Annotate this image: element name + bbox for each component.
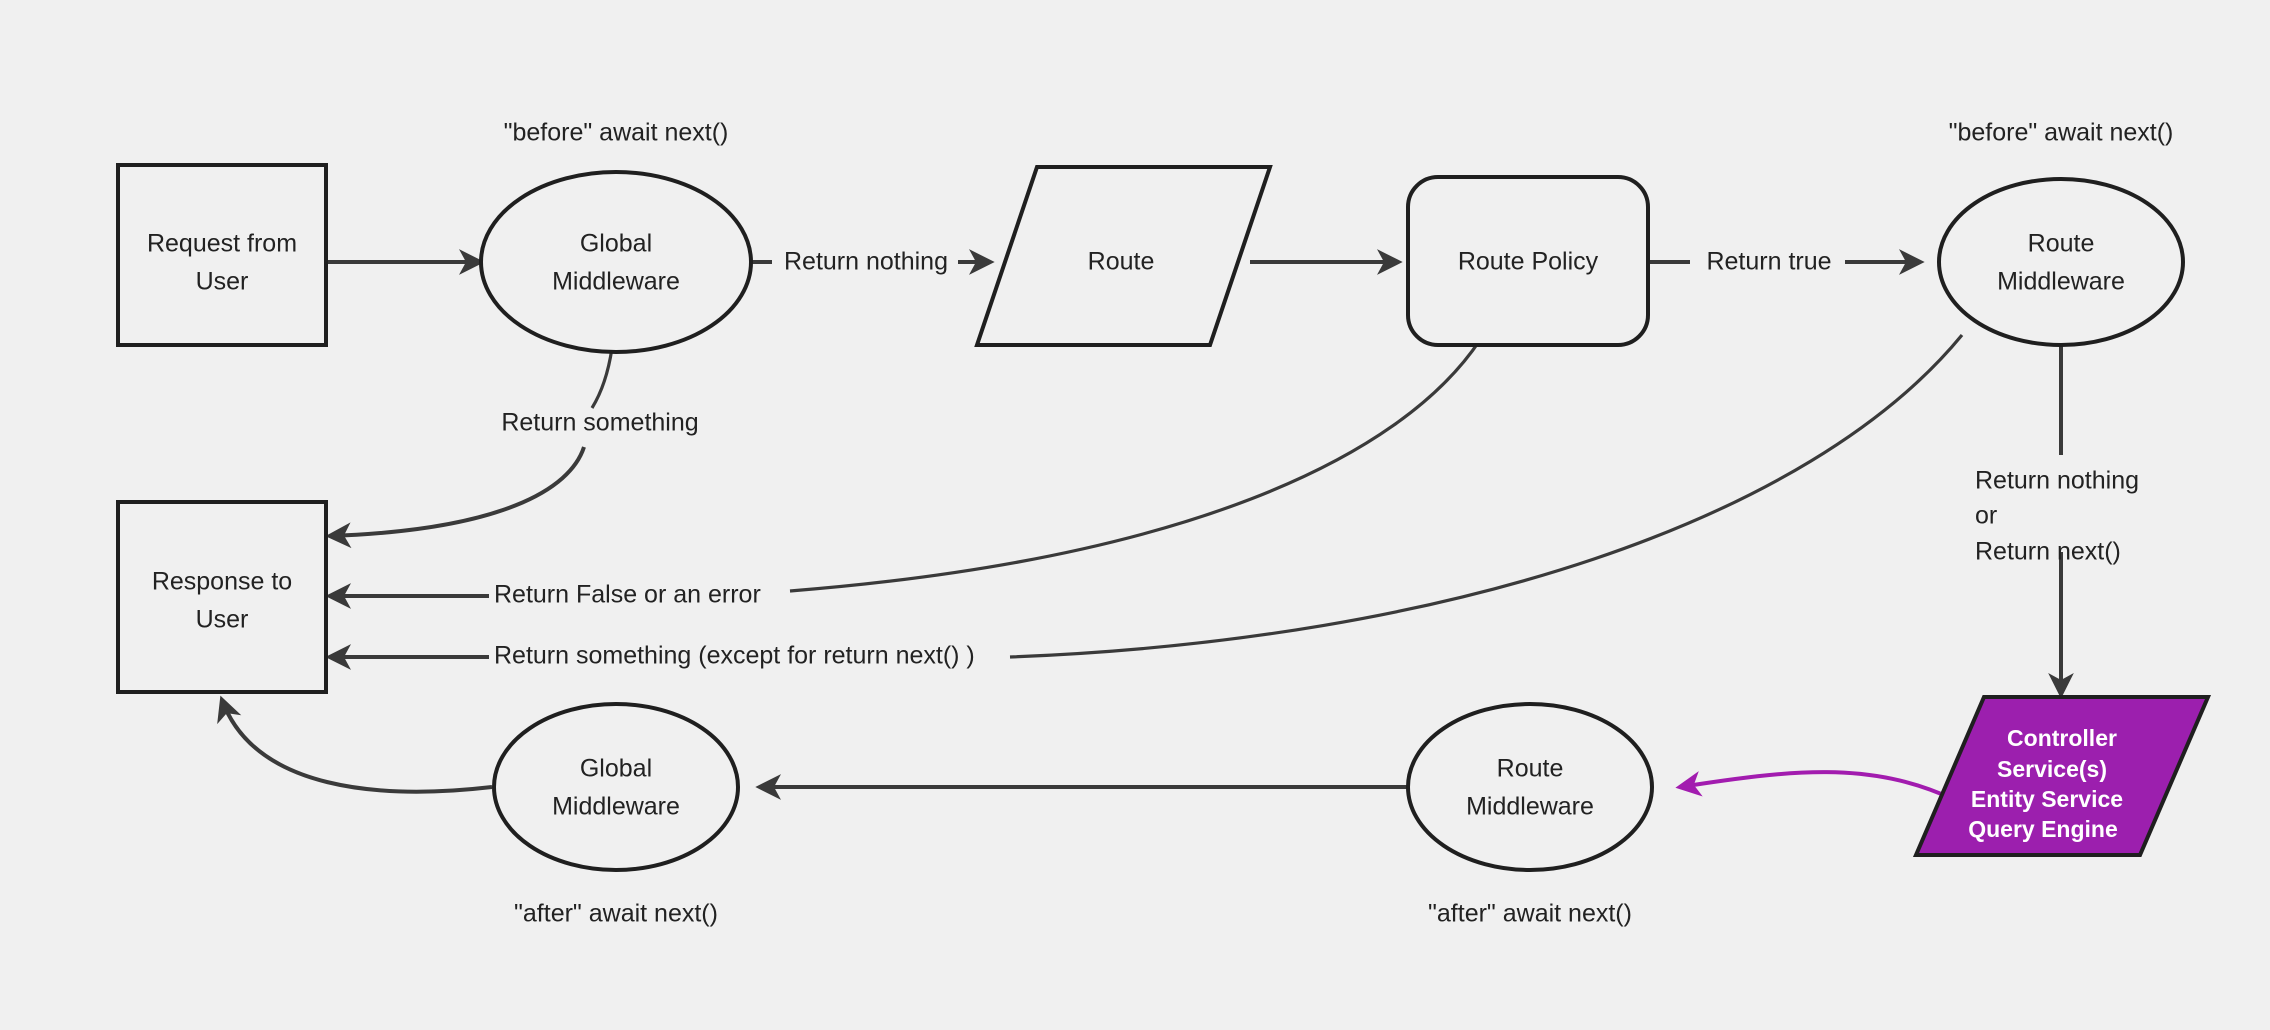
node-route-middleware-after-label-line1: Route bbox=[1497, 755, 1564, 783]
annotation-before-await-next-right: "before" await next() bbox=[1949, 119, 2174, 147]
edge-label-return-nothing-or-next-line1: Return nothing bbox=[1975, 467, 2139, 495]
node-controller-service-entity-query[interactable] bbox=[1912, 695, 2212, 857]
node-global-middleware-before-label-line2: Middleware bbox=[552, 268, 680, 296]
node-controller-label-line3: Entity Service bbox=[1971, 786, 2123, 812]
edge-label-return-nothing-or-next-line2: or bbox=[1975, 502, 1997, 530]
edge-global-middleware-after-to-response bbox=[217, 695, 493, 794]
node-global-middleware-after-label-line1: Global bbox=[580, 755, 652, 783]
annotation-after-await-next-left: "after" await next() bbox=[514, 900, 718, 928]
edge-controller-to-route-middleware-after bbox=[1675, 770, 1956, 802]
edge-global-middleware-return-something-upper bbox=[590, 347, 614, 409]
node-response-to-user-label-line1: Response to bbox=[152, 568, 292, 596]
node-route-middleware-after-label-line2: Middleware bbox=[1466, 793, 1594, 821]
node-route-middleware-before-label-line1: Route bbox=[2028, 230, 2095, 258]
edge-label-return-nothing: Return nothing bbox=[784, 248, 948, 276]
node-request-from-user-label-line1: Request from bbox=[147, 230, 297, 258]
node-global-middleware-after-label-line2: Middleware bbox=[552, 793, 680, 821]
node-response-to-user-label-line2: User bbox=[196, 606, 249, 634]
node-request-from-user[interactable] bbox=[116, 163, 328, 347]
node-route-policy[interactable] bbox=[1406, 175, 1650, 347]
node-response-to-user[interactable] bbox=[116, 500, 328, 694]
node-route-middleware-before[interactable] bbox=[1937, 177, 2185, 347]
edge-route-middleware-return-something-except-curve bbox=[1009, 333, 1964, 659]
edge-global-middleware-return-something-to-response bbox=[325, 446, 586, 549]
edge-label-return-something: Return something bbox=[501, 409, 698, 437]
annotation-after-await-next-right: "after" await next() bbox=[1428, 900, 1632, 928]
node-controller-label-line1: Controller bbox=[2007, 725, 2117, 751]
node-route-middleware-before-label-line2: Middleware bbox=[1997, 268, 2125, 296]
node-global-middleware-before[interactable] bbox=[479, 170, 753, 354]
node-route-policy-label: Route Policy bbox=[1458, 248, 1599, 276]
annotation-before-await-next-left: "before" await next() bbox=[504, 119, 729, 147]
node-global-middleware-after[interactable] bbox=[492, 702, 740, 872]
node-controller-label-line2: Service(s) bbox=[1997, 756, 2107, 782]
node-controller-label-line4: Query Engine bbox=[1968, 816, 2118, 842]
edge-label-return-true: Return true bbox=[1706, 248, 1831, 276]
node-route-middleware-after[interactable] bbox=[1406, 702, 1654, 872]
node-route-label: Route bbox=[1088, 248, 1155, 276]
edge-label-return-false-or-error: Return False or an error bbox=[494, 581, 761, 609]
node-global-middleware-before-label-line1: Global bbox=[580, 230, 652, 258]
edge-label-return-something-except-next: Return something (except for return next… bbox=[494, 642, 975, 670]
node-request-from-user-label-line2: User bbox=[196, 268, 249, 296]
node-route[interactable] bbox=[974, 165, 1273, 347]
edge-route-policy-return-false-curve bbox=[789, 339, 1482, 593]
edge-label-return-nothing-or-next-line3: Return next() bbox=[1975, 538, 2121, 566]
